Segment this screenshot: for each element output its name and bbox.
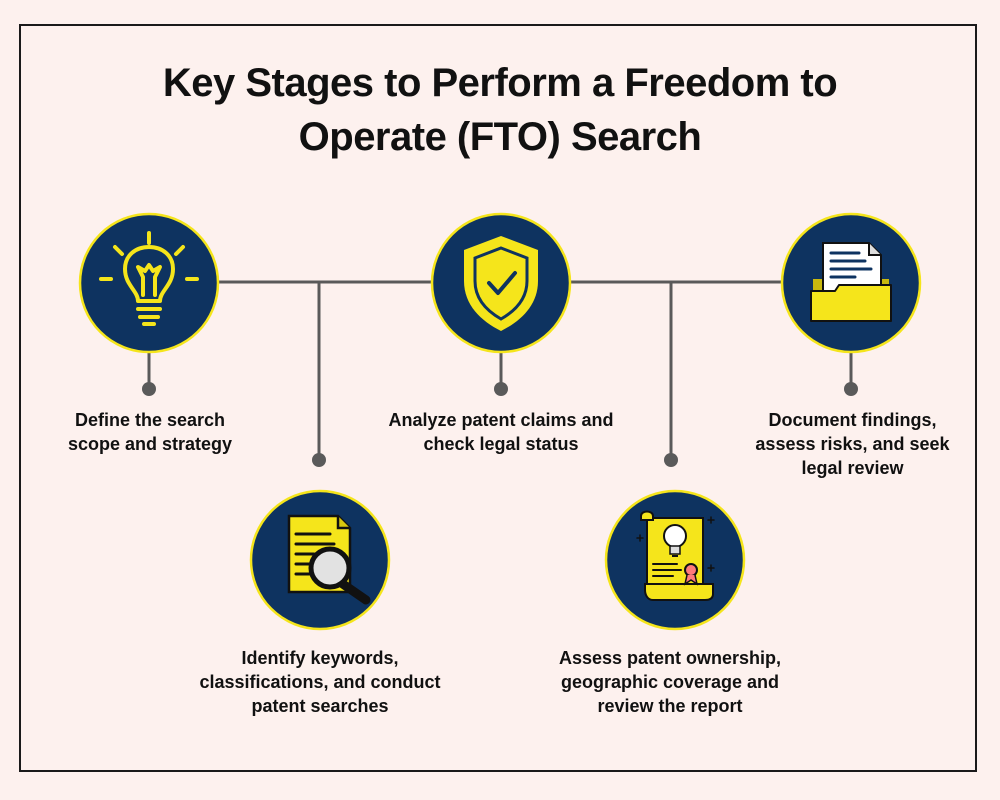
lightbulb-icon	[99, 231, 199, 326]
stage-5-label-line: Document findings,	[768, 410, 937, 430]
stage-2-label: Identify keywords, classifications, and …	[170, 646, 470, 718]
stage-3-label: Analyze patent claims and check legal st…	[356, 408, 646, 456]
stage-1-label: Define the search scope and strategy	[40, 408, 260, 456]
folder-documents-icon	[810, 242, 892, 322]
stage-3-label-line: check legal status	[423, 434, 579, 454]
stage-3-label-line: Analyze patent claims and	[388, 410, 614, 430]
connector-dot-1	[142, 382, 156, 396]
stage-2-label-line: patent searches	[251, 696, 389, 716]
stage-2-label-line: classifications, and conduct	[199, 672, 441, 692]
connector-dot-2	[312, 453, 326, 467]
stage-2-icon-circle	[249, 489, 391, 631]
stage-3-icon-circle	[430, 212, 572, 354]
stage-4-label-line: review the report	[597, 696, 743, 716]
page-title: Key Stages to Perform a Freedom to Opera…	[0, 56, 1000, 164]
title-line-2: Operate (FTO) Search	[298, 115, 702, 159]
connector-dot-5	[844, 382, 858, 396]
stage-2-label-line: Identify keywords,	[241, 648, 399, 668]
document-search-icon	[287, 514, 371, 605]
stage-4-label-line: geographic coverage and	[560, 672, 780, 692]
stage-5-icon-circle	[780, 212, 922, 354]
connector-dot-4	[664, 453, 678, 467]
title-line-1: Key Stages to Perform a Freedom to	[162, 61, 838, 105]
shield-check-icon	[464, 236, 538, 331]
patent-scroll-icon	[636, 510, 715, 601]
stage-4-icon-circle	[604, 489, 746, 631]
infographic-frame	[19, 24, 977, 772]
stage-1-label-line: Define the search	[74, 410, 226, 430]
stage-5-label: Document findings, assess risks, and see…	[725, 408, 980, 480]
stage-5-label-line: legal review	[801, 458, 904, 478]
stage-4-label-line: Assess patent ownership,	[558, 648, 782, 668]
stage-5-label-line: assess risks, and seek	[755, 434, 950, 454]
stage-4-label: Assess patent ownership, geographic cove…	[520, 646, 820, 718]
connector-dots	[142, 382, 858, 467]
stage-1-label-line: scope and strategy	[67, 434, 233, 454]
stage-1-icon-circle	[78, 212, 220, 354]
connector-dot-3	[494, 382, 508, 396]
